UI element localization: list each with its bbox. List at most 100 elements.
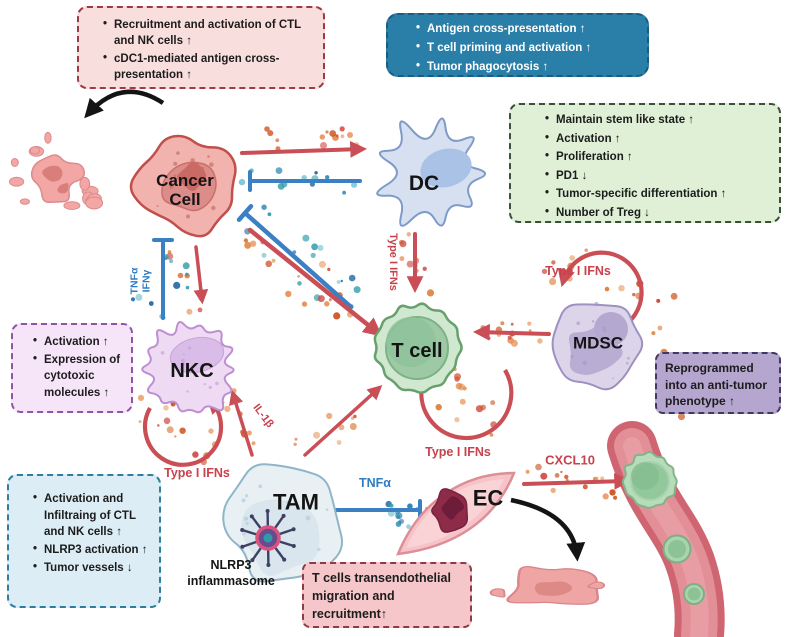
cytokine-dot xyxy=(398,239,404,245)
bullet-item: Recruitment and activation of CTL and NK… xyxy=(101,16,315,50)
vessel-tcell-small-nucleus xyxy=(687,587,701,601)
cancer-fragment-bit xyxy=(29,146,41,155)
cancer-speckle xyxy=(169,181,174,187)
mdsc-speckle xyxy=(602,326,606,330)
cytokine-dot xyxy=(313,431,321,439)
inflammasome-spoke-tip xyxy=(250,558,255,563)
cytokine-dot xyxy=(267,212,272,217)
inflammasome-spoke-tip xyxy=(291,527,296,532)
cytokine-dot xyxy=(277,183,285,190)
cytokine-dot xyxy=(454,373,461,381)
tcell-effects-list: Maintain stem like state ↑ Activation ↑ … xyxy=(543,111,773,223)
cancer-speckle xyxy=(176,151,180,155)
cytokine-dot xyxy=(185,285,190,290)
cytokine-dot xyxy=(651,331,656,336)
cancer-speckle xyxy=(194,192,198,196)
cytokine-dot xyxy=(527,321,532,326)
cancer-effects-box: Recruitment and activation of CTL and NK… xyxy=(77,6,325,89)
bullet-item: Activation ↑ xyxy=(31,333,127,351)
cytokine-dot xyxy=(320,142,327,149)
cancer-cell-nucleolus xyxy=(177,161,207,192)
cancer-speckle xyxy=(211,205,216,211)
bullet-item: T cell priming and activation ↑ xyxy=(414,39,641,58)
cytokine-dot xyxy=(285,290,292,298)
cytokine-dot xyxy=(261,204,267,210)
type1-ifns-nkc-loop-label: Type I IFNs xyxy=(164,466,230,480)
tnfa-tam-ec-label: TNFα xyxy=(359,476,391,490)
cytokine-dot xyxy=(311,243,318,251)
cytokine-dot xyxy=(554,473,560,478)
cytokine-dot xyxy=(480,325,486,331)
cytokine-dot xyxy=(537,338,543,344)
cancer-speckle xyxy=(173,161,178,166)
dc-effects-box: Antigen cross-presentation ↑ T cell prim… xyxy=(386,13,649,77)
bullet-item: NLRP3 activation ↑ xyxy=(31,541,155,559)
cancer-effects-list: Recruitment and activation of CTL and NK… xyxy=(101,16,315,84)
cytokine-dot xyxy=(602,493,609,500)
mdsc-label: MDSC xyxy=(572,333,624,353)
cytokine-dot xyxy=(399,518,405,524)
vessel-tcell-medium-nucleus xyxy=(668,540,686,558)
cytokine-dot xyxy=(406,232,411,237)
cytokine-dot xyxy=(353,286,361,294)
cytokine-dot xyxy=(135,293,143,301)
ifng-label: IFNγ xyxy=(140,269,152,293)
cytokine-dot xyxy=(271,258,276,263)
bullet-item: Proliferation ↑ xyxy=(543,148,773,167)
cancer-speckle xyxy=(207,155,210,158)
bullet-item: cDC1-mediated antigen cross-presentation… xyxy=(101,50,315,84)
arrow-cancer-to-tcell xyxy=(247,227,383,337)
mdsc-speckle xyxy=(570,354,574,359)
cytokine-dot xyxy=(550,487,556,494)
cytokine-dot xyxy=(138,420,142,424)
cytokine-dot xyxy=(582,484,588,490)
dc-label: DC xyxy=(408,172,440,196)
cytokine-dot xyxy=(261,252,267,258)
tam-label: TAM xyxy=(272,489,320,515)
cytokine-dot xyxy=(560,470,563,474)
mdsc-speckle xyxy=(591,320,595,323)
cytokine-dot xyxy=(319,134,325,140)
bullet-item: Maintain stem like state ↑ xyxy=(543,111,773,130)
tnfa-ifng-label: TNFα IFNγ xyxy=(128,267,153,295)
inflammasome-core xyxy=(263,533,273,543)
cytokine-dot xyxy=(406,260,414,268)
nlrp3-inflammasome-caption: NLRP3 inflammasome xyxy=(187,557,275,588)
vessel-tcell-large-shade xyxy=(631,462,659,490)
cytokine-dot xyxy=(251,441,256,446)
cytokine-dot xyxy=(335,134,339,138)
inflammasome-spoke-tip xyxy=(240,528,245,532)
cytokine-dot xyxy=(454,417,460,423)
type1-ifns-dc-tcell-label: Type I IFNs xyxy=(387,233,400,291)
cytokine-dot xyxy=(632,292,636,297)
cytokine-dot xyxy=(294,437,298,441)
loop-mdsc xyxy=(557,250,644,329)
nkc-speckle xyxy=(180,358,185,363)
cytokine-dot xyxy=(618,285,625,292)
mdsc-speckle xyxy=(594,301,599,307)
arrow-ec-remodel xyxy=(510,497,586,562)
mdsc-speckle xyxy=(626,361,629,365)
tam-speckle xyxy=(245,521,249,526)
cytokine-dot xyxy=(351,181,358,188)
cytokine-dot xyxy=(422,266,427,271)
nkc-speckle xyxy=(203,383,206,386)
cytokine-dot xyxy=(342,190,346,195)
cancer-fragments xyxy=(57,183,69,194)
tam-speckle xyxy=(242,532,246,536)
nkc-speckle xyxy=(182,353,185,356)
arrow-tam-to-nkc xyxy=(229,389,254,457)
cytokine-dot xyxy=(569,255,575,261)
cytokine-dot xyxy=(318,260,326,268)
cytokine-dot xyxy=(249,240,257,247)
cytokine-dot xyxy=(185,272,189,276)
cytokine-dot xyxy=(275,138,280,143)
cytokine-dot xyxy=(348,274,356,282)
cytokine-dot xyxy=(600,476,605,481)
cytokine-dot xyxy=(426,289,435,297)
tnfa-label: TNFα xyxy=(128,267,141,295)
cytokine-dot xyxy=(407,503,413,510)
bullet-item: Activation ↑ xyxy=(543,130,773,149)
cytokine-dot xyxy=(224,405,231,413)
cytokine-dot xyxy=(549,278,557,286)
